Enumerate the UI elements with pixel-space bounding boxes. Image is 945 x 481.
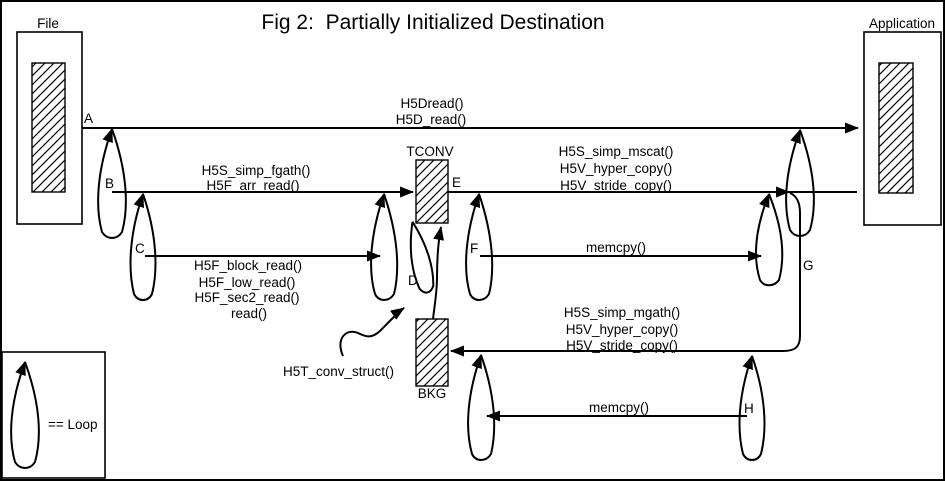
legend-loop-icon [10, 361, 40, 469]
point-e-label: E [452, 175, 461, 190]
loop-e-right-icon [755, 193, 784, 287]
conv-struct-callout-arrow [339, 307, 405, 357]
memcpy-bottom-label: memcpy() [589, 400, 649, 415]
conv-struct-label: H5T_conv_struct() [283, 364, 394, 379]
stride-copy-top-label: H5V_stride_copy() [560, 178, 672, 193]
point-a-label: A [84, 111, 93, 126]
loop-bkg-left-icon [467, 354, 496, 461]
legend-box [1, 351, 106, 479]
fgath-label: H5S_simp_fgath() [202, 163, 311, 178]
memcpy-top-label: memcpy() [586, 240, 646, 255]
stride-copy-bottom-label: H5V_stride_copy() [566, 338, 678, 353]
mscat-label: H5S_simp_mscat() [559, 144, 674, 159]
read-label: read() [231, 306, 267, 321]
bkg-label: BKG [418, 386, 447, 401]
figure-title: Fig 2: Partially Initialized Destination [261, 11, 604, 34]
point-f-label: F [470, 241, 478, 256]
block-read-label: H5F_block_read() [194, 258, 302, 273]
arr-read-label: H5F_arr_read() [206, 178, 299, 193]
sec2-read-label: H5F_sec2_read() [194, 290, 299, 305]
point-b-label: B [105, 176, 114, 191]
point-g-label: G [803, 258, 814, 273]
loop-tconv-left-icon [370, 193, 399, 301]
hyper-copy-top-label: H5V_hyper_copy() [560, 161, 673, 176]
tconv-label: TCONV [406, 144, 453, 159]
loop-d-icon [409, 221, 435, 294]
application-buffer-hatch [878, 62, 914, 194]
application-box [863, 31, 942, 226]
mgath-label: H5S_simp_mgath() [564, 305, 680, 320]
tconv-box [415, 159, 449, 224]
loop-c-icon [129, 193, 157, 301]
bkg-tconv-connector-arrow [432, 226, 445, 320]
hyper-copy-bottom-label: H5V_hyper_copy() [566, 322, 679, 337]
loop-b-icon [97, 128, 127, 239]
point-d-label: D [408, 273, 418, 288]
bkg-box [415, 318, 449, 387]
file-label: File [37, 16, 59, 31]
low-read-label: H5F_low_read() [199, 275, 296, 290]
loop-f-icon [465, 193, 494, 301]
application-label: Application [869, 16, 935, 31]
h5dread-label: H5Dread() [400, 96, 463, 111]
h5d-read-label: H5D_read() [396, 112, 467, 127]
loop-h-icon [738, 355, 766, 461]
g-line-arrow [450, 192, 801, 357]
point-c-label: C [135, 241, 145, 256]
point-h-label: H [744, 401, 754, 416]
file-buffer-hatch [31, 62, 66, 193]
legend-label: == Loop [48, 417, 98, 432]
